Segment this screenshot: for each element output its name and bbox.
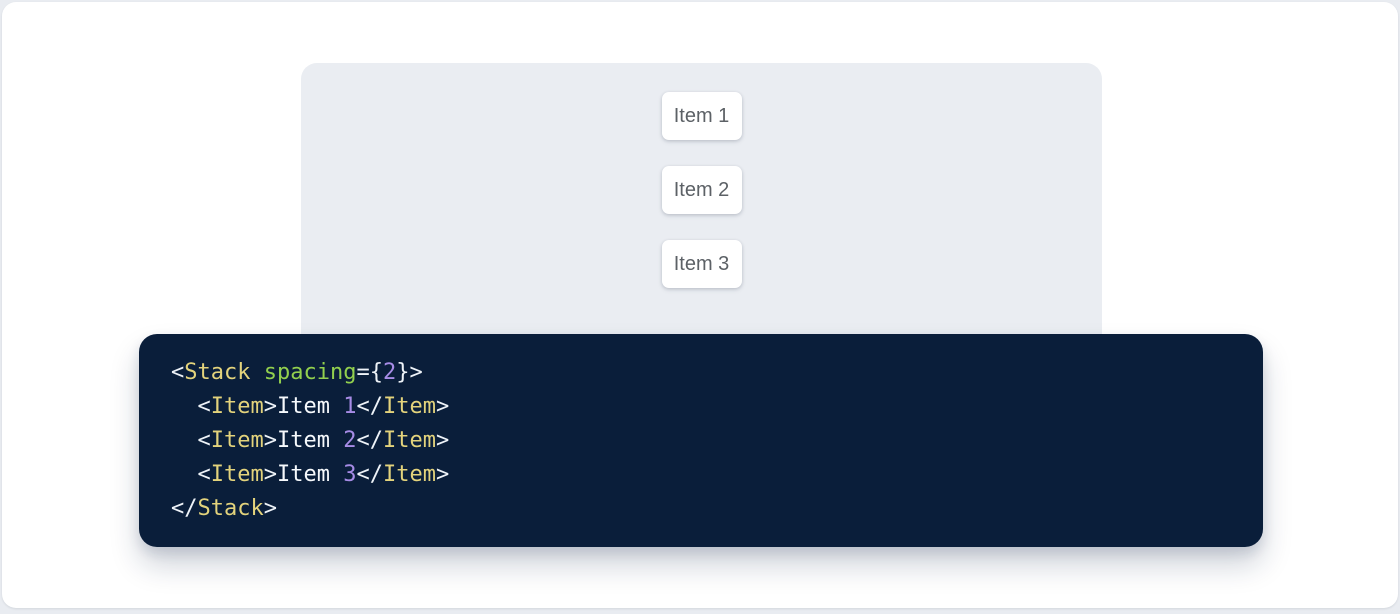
code-token: < (197, 428, 211, 453)
code-token: Item (210, 462, 264, 487)
code-token: Item (276, 462, 344, 487)
code-token: > (263, 394, 277, 419)
code-token: </ (356, 394, 383, 419)
code-token: </ (356, 462, 383, 487)
code-token (171, 428, 198, 453)
code-line: <Item>Item 3</Item> (171, 458, 1231, 492)
stack-item-card: Item 3 (661, 240, 742, 288)
code-token: </ (171, 496, 198, 521)
code-line: <Stack spacing={2}> (171, 356, 1231, 390)
code-token (250, 360, 263, 385)
code-token (171, 462, 198, 487)
code-token: Item (382, 394, 436, 419)
stack-demo-panel: Item 1 Item 2 Item 3 (301, 63, 1102, 352)
stack-item-label: Item 2 (673, 178, 730, 201)
code-token (171, 394, 198, 419)
code-token: </ (356, 428, 383, 453)
code-token: > (435, 428, 450, 453)
code-token: = (356, 360, 370, 385)
code-token: < (197, 394, 211, 419)
code-token: 2 (343, 428, 357, 453)
code-token: } (396, 360, 410, 385)
code-token: Item (210, 394, 264, 419)
stack-item-label: Item 1 (673, 104, 730, 127)
code-token: 3 (343, 462, 357, 487)
code-token: > (409, 360, 423, 385)
code-token: { (369, 360, 383, 385)
code-line: <Item>Item 2</Item> (171, 424, 1231, 458)
code-token: < (197, 462, 211, 487)
code-token: Stack (197, 496, 264, 521)
code-block: <Stack spacing={2}> <Item>Item 1</Item> … (139, 334, 1263, 547)
code-token: Stack (184, 360, 251, 385)
code-token: 1 (343, 394, 357, 419)
code-line: </Stack> (171, 492, 1231, 526)
code-token: > (263, 428, 277, 453)
code-token: < (171, 360, 185, 385)
code-line: <Item>Item 1</Item> (171, 390, 1231, 424)
code-token: > (435, 462, 450, 487)
code-token: > (435, 394, 450, 419)
code-token: Item (210, 428, 264, 453)
stack-item-label: Item 3 (673, 252, 730, 275)
code-token: spacing (263, 360, 357, 385)
stack-item-card: Item 1 (661, 92, 742, 140)
code-token: Item (382, 428, 436, 453)
stack-item-card: Item 2 (661, 166, 742, 214)
code-token: Item (276, 394, 344, 419)
code-token: > (263, 462, 277, 487)
code-token: > (263, 496, 277, 521)
code-token: Item (276, 428, 344, 453)
code-token: 2 (382, 360, 397, 385)
code-token: Item (382, 462, 436, 487)
